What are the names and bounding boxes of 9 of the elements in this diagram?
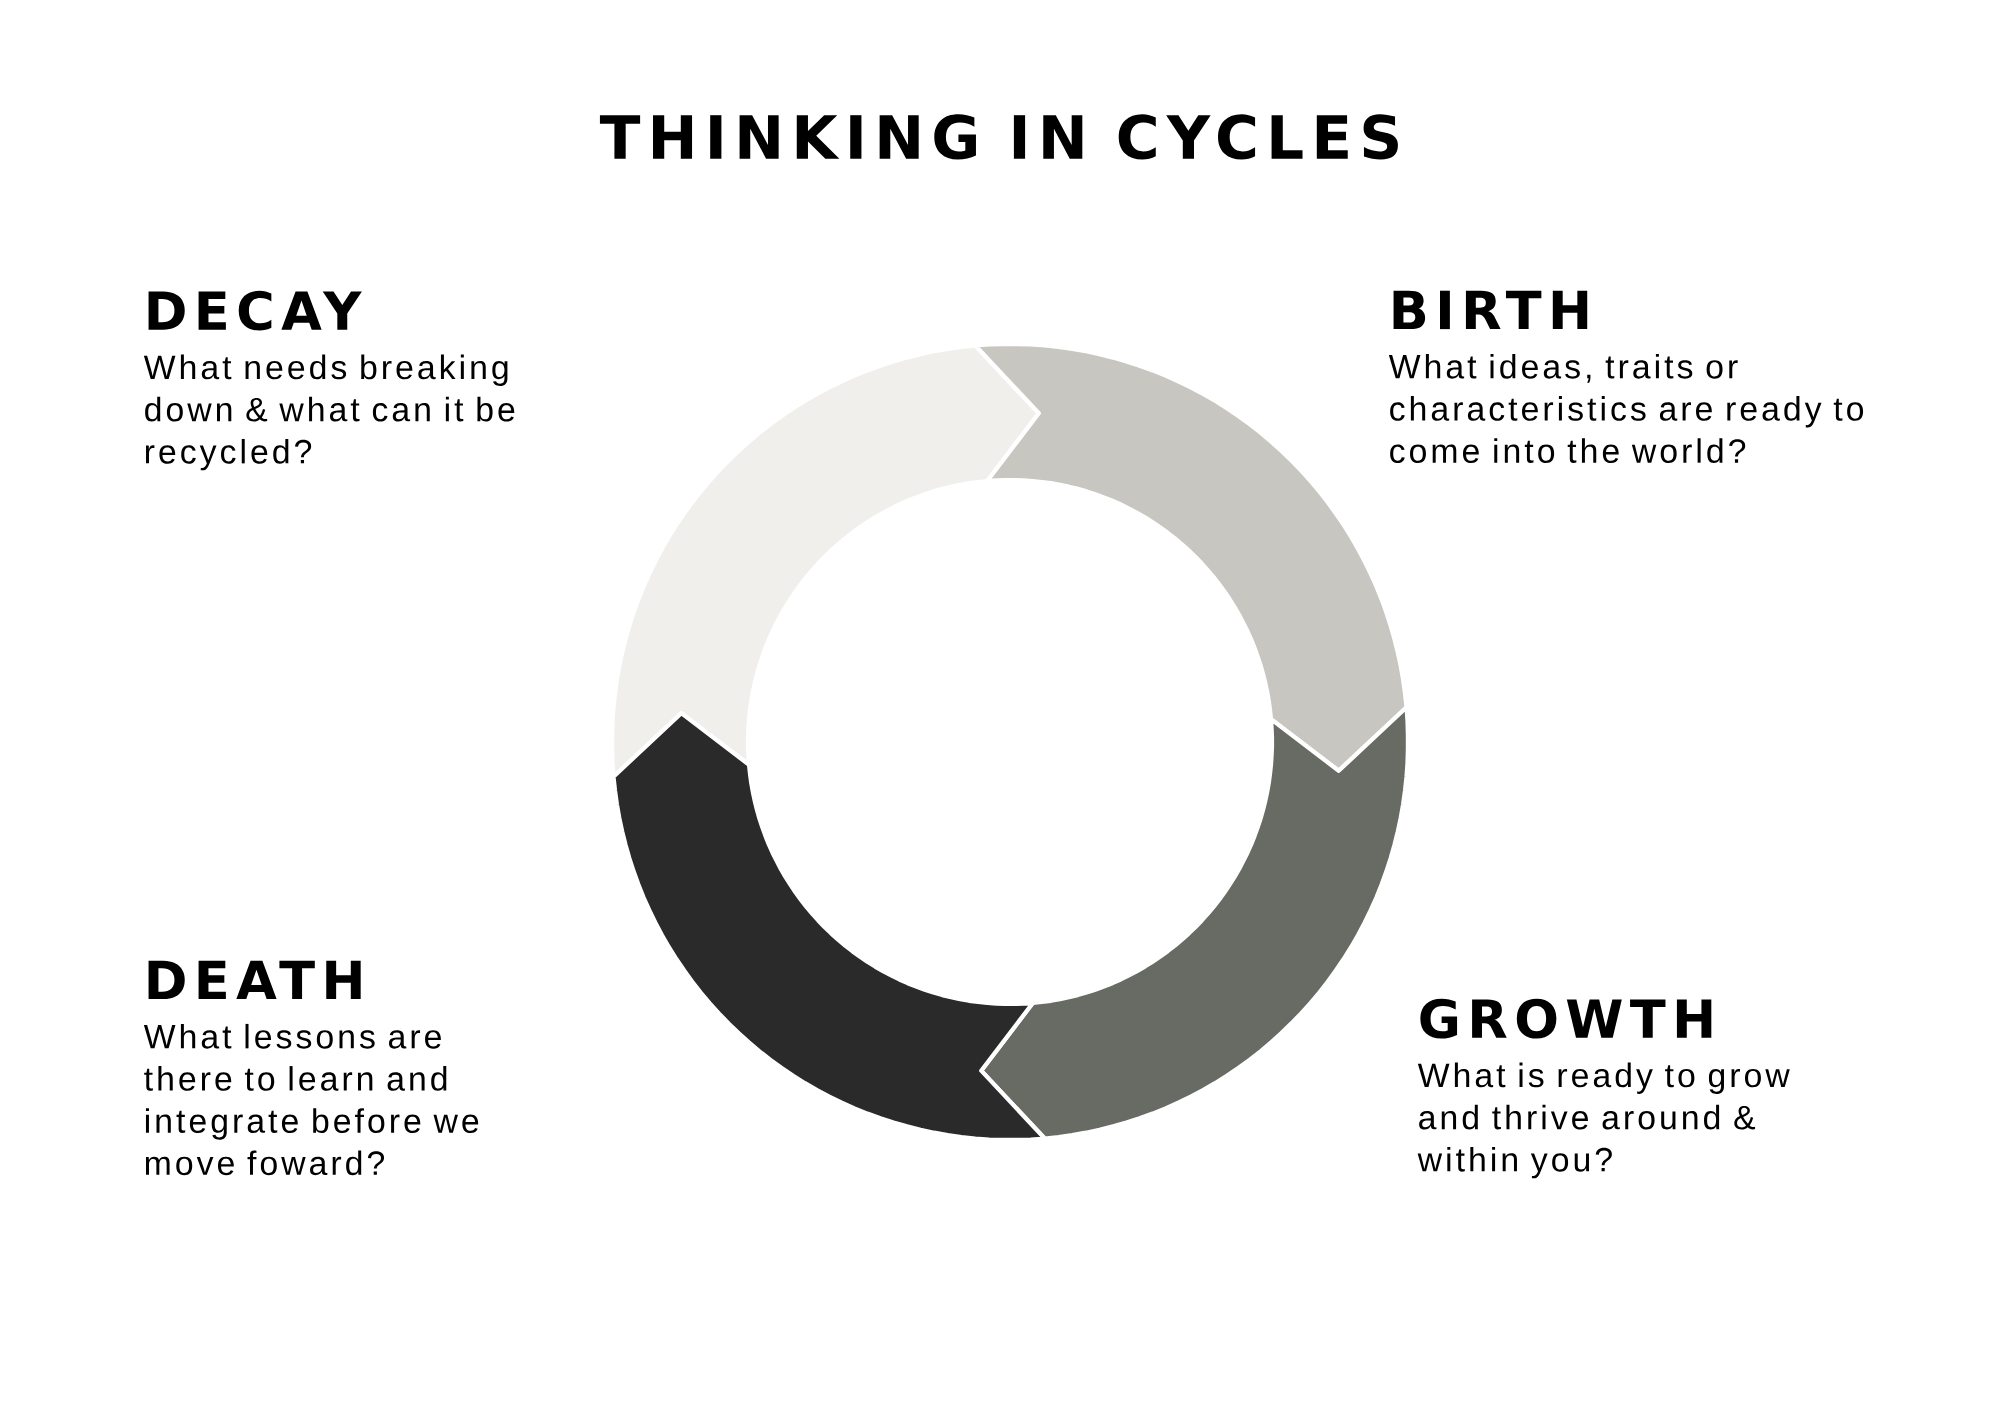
question-text: What is ready to grow and thrive around & within you? xyxy=(1417,1062,1790,1179)
question-text: What lessons are there to learn and integrate before we move foward? xyxy=(143,1023,479,1176)
section-heading: GROWTH xyxy=(1420,998,1712,1039)
question-text: What ideas, traits or characteristics are ready to come into the world? xyxy=(1388,353,1864,463)
question-text: What needs breaking down & what can it be recycled? xyxy=(143,354,515,471)
section-heading: DECAY xyxy=(148,290,362,331)
title: THINKING IN CYCLES xyxy=(599,114,1398,160)
section-heading: DEATH xyxy=(148,960,361,1000)
section-heading: BIRTH xyxy=(1393,290,1588,330)
